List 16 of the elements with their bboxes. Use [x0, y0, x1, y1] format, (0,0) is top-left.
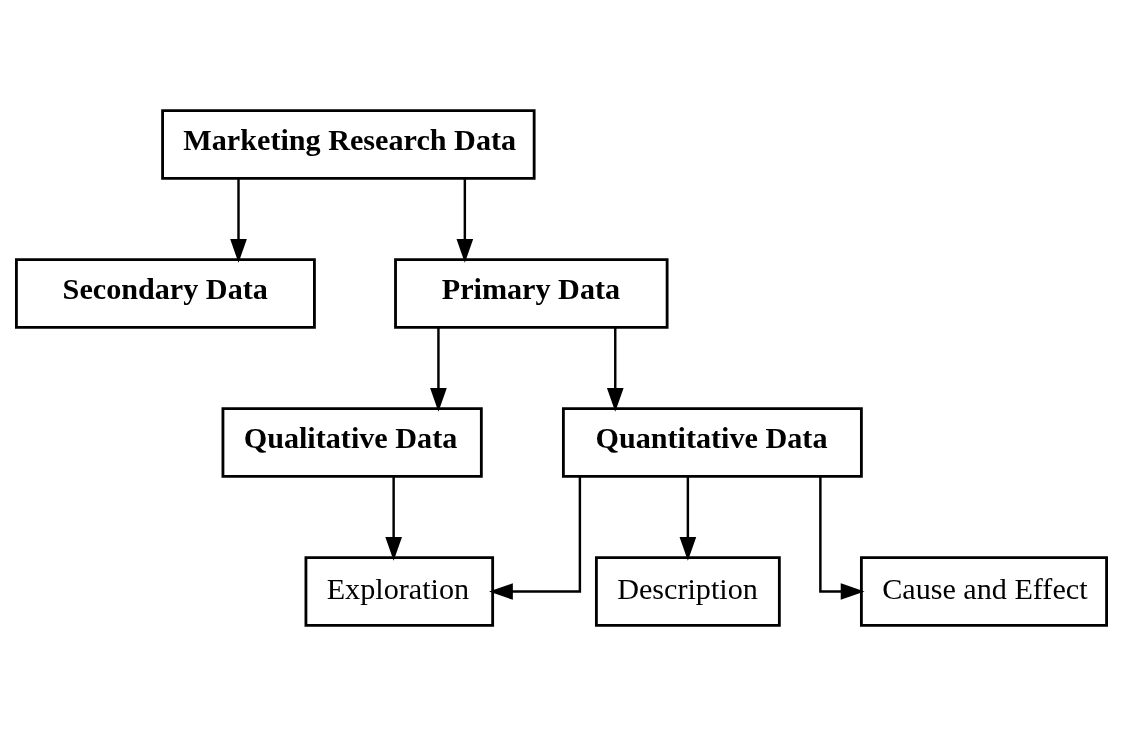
node-box: Secondary Data: [15, 257, 316, 329]
arrow: [819, 476, 865, 600]
arrow: [489, 476, 582, 600]
node-box: Cause and Effect: [859, 555, 1108, 627]
node-box: Description: [594, 555, 781, 627]
arrow: [606, 327, 624, 412]
arrow: [430, 327, 447, 412]
node-box: Primary Data: [394, 257, 669, 329]
arrow: [230, 178, 247, 263]
node-box: Quantitative Data: [561, 406, 863, 478]
arrow: [456, 178, 474, 263]
node-box: Marketing Research Data: [161, 108, 536, 180]
node-box: Qualitative Data: [221, 406, 483, 478]
arrow: [679, 476, 697, 561]
node-box: Exploration: [304, 555, 495, 627]
arrow: [385, 476, 402, 561]
